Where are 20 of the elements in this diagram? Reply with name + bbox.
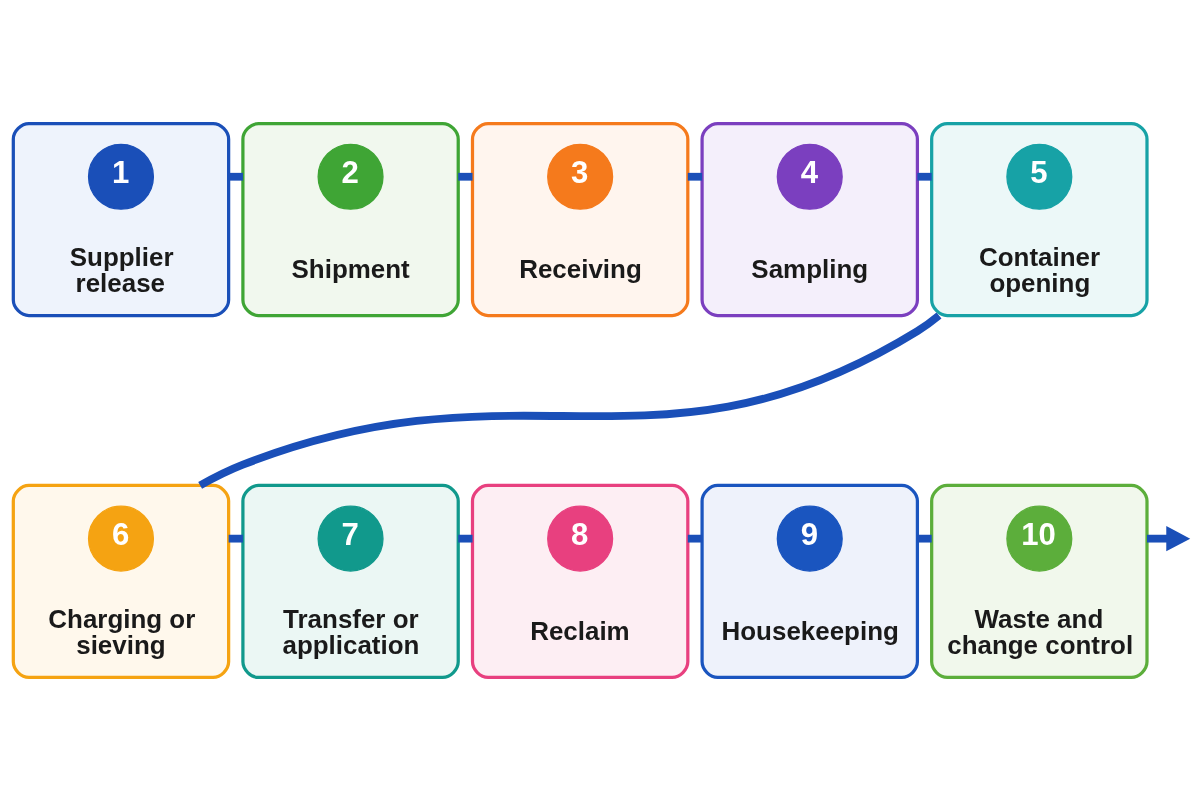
node-circle: 7 <box>317 505 384 572</box>
connector <box>687 534 703 543</box>
node-circle: 10 <box>1006 505 1073 572</box>
node-circle: 9 <box>776 505 843 572</box>
node-circle: 4 <box>776 143 843 210</box>
node-circle: 1 <box>87 143 155 210</box>
connector <box>198 312 942 489</box>
connector <box>687 172 703 181</box>
connector <box>458 172 473 181</box>
node-circle: 2 <box>317 143 384 210</box>
connector <box>228 534 243 543</box>
connector <box>917 534 932 543</box>
connector <box>228 172 243 181</box>
node-circle: 5 <box>1006 143 1073 210</box>
node-circle: 6 <box>87 505 155 572</box>
connector <box>458 534 473 543</box>
connector <box>917 172 932 181</box>
arrow <box>1147 525 1191 551</box>
node-circle: 3 <box>547 143 614 210</box>
node-circle: 8 <box>547 505 614 572</box>
